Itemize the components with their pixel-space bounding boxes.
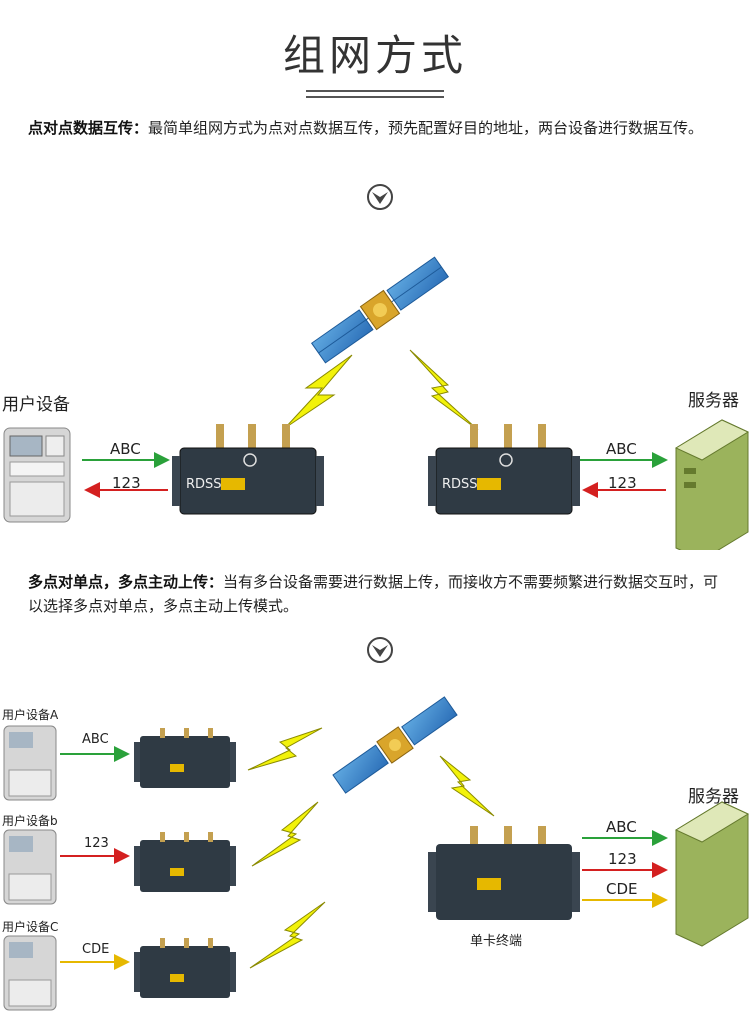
signal-bolt-icon-d bbox=[439, 755, 495, 817]
send-data-label-left: ABC bbox=[110, 440, 141, 458]
signal-bolt-icon-b bbox=[251, 801, 319, 867]
server-data-123: 123 bbox=[608, 850, 637, 868]
section2-body: 当有多台设备需要进行数据上传，而接收方不需要频繁进行数据交互时，可以选择多点对单… bbox=[28, 573, 719, 615]
device-b-data: 123 bbox=[84, 836, 109, 851]
server-label-2: 服务器 bbox=[688, 787, 739, 807]
dtu-device-a bbox=[134, 728, 236, 788]
svg-text:RDSS: RDSS bbox=[442, 477, 478, 492]
send-data-label-right: ABC bbox=[606, 440, 637, 458]
server-icon bbox=[674, 419, 750, 550]
device-b-label: 用户设备b bbox=[2, 814, 58, 828]
dtu-device-right: RDSS bbox=[428, 424, 580, 515]
signal-bolt-icon-a bbox=[247, 727, 323, 771]
dtu-device-c bbox=[134, 938, 236, 998]
section1-heading: 点对点数据互传： bbox=[28, 119, 149, 137]
page-title: 组网方式 bbox=[282, 31, 467, 80]
device-a-label: 用户设备A bbox=[2, 708, 59, 722]
meter-icon-c bbox=[3, 935, 57, 1011]
multipoint-diagram bbox=[3, 637, 750, 1011]
server-icon-2 bbox=[674, 801, 750, 947]
server-label: 服务器 bbox=[688, 391, 739, 411]
logo-icon-2 bbox=[367, 637, 393, 663]
satellite-icon-2 bbox=[332, 696, 458, 794]
return-data-label-right: 123 bbox=[608, 474, 637, 492]
user-device-meter-icon bbox=[3, 427, 71, 523]
section1-description: 点对点数据互传：最简单组网方式为点对点数据互传，预先配置好目的地址，两台设备进行… bbox=[28, 116, 728, 140]
title-divider bbox=[306, 90, 444, 92]
meter-icon-b bbox=[3, 829, 57, 905]
satellite-icon bbox=[310, 256, 450, 364]
point-to-point-diagram: RDSS RDSS bbox=[3, 184, 750, 550]
section1-body: 最简单组网方式为点对点数据互传，预先配置好目的地址，两台设备进行数据互传。 bbox=[148, 119, 704, 137]
server-data-abc: ABC bbox=[606, 818, 637, 836]
single-card-terminal-dtu bbox=[428, 826, 580, 920]
section2-heading: 多点对单点，多点主动上传： bbox=[28, 573, 224, 591]
server-data-cde: CDE bbox=[606, 880, 638, 898]
section2-description: 多点对单点，多点主动上传：当有多台设备需要进行数据上传，而接收方不需要频繁进行数… bbox=[28, 570, 728, 618]
signal-bolt-icon-2 bbox=[409, 349, 479, 431]
device-a-data: ABC bbox=[82, 732, 109, 747]
signal-bolt-icon bbox=[284, 354, 353, 429]
user-device-label: 用户设备 bbox=[2, 395, 70, 415]
return-data-label-left: 123 bbox=[112, 474, 141, 492]
dtu-brand: RDSS bbox=[186, 477, 222, 492]
dtu-device-left: RDSS bbox=[172, 424, 324, 515]
dtu-device-b bbox=[134, 832, 236, 892]
terminal-label: 单卡终端 bbox=[470, 934, 523, 949]
title-divider-2 bbox=[306, 96, 444, 98]
device-c-data: CDE bbox=[82, 942, 110, 957]
meter-icon-a bbox=[3, 725, 57, 801]
signal-bolt-icon-c bbox=[249, 901, 326, 969]
device-c-label: 用户设备C bbox=[2, 920, 59, 934]
logo-icon bbox=[367, 184, 393, 210]
